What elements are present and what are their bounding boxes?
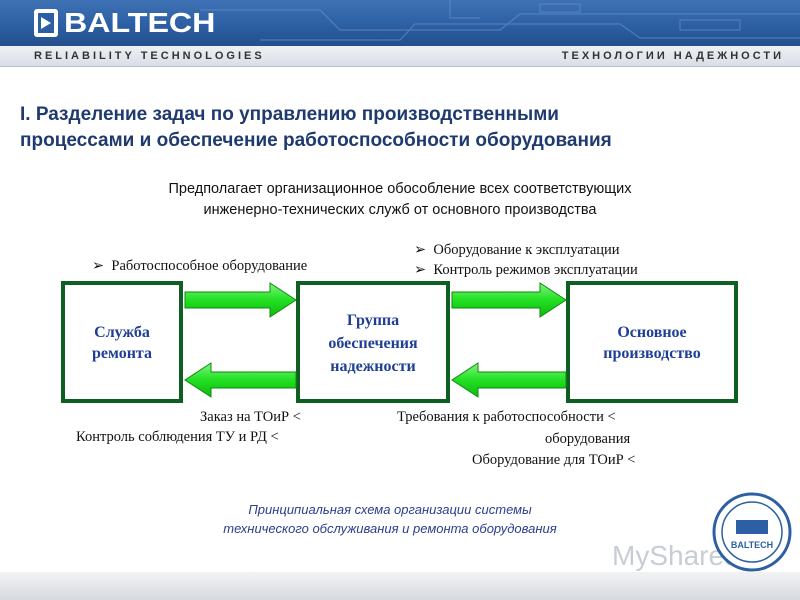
bullet-arrow-icon: ➢ (414, 242, 434, 258)
flow-label-top-left: ➢ Работоспособное оборудование (92, 258, 308, 274)
logo-icon (34, 9, 58, 37)
flow-label-bottom-left-2: Контроль соблюдения ТУ и РД < (76, 429, 279, 445)
heading-line-1: I. Разделение задач по управлению произв… (20, 104, 559, 125)
heading-line-2: процессами и обеспечение работоспособнос… (20, 130, 612, 151)
bullet-arrow-icon: ➢ (414, 262, 434, 278)
box-repair-line-2: ремонта (92, 345, 152, 362)
flow-label-bottom-left-1: Заказ на ТОиР < (200, 409, 301, 425)
box-repair-service (61, 281, 183, 403)
box-reliability-group (296, 281, 450, 403)
bullet-arrow-left-icon: < (266, 429, 279, 445)
box-main-production (566, 281, 738, 403)
bullet-arrow-icon: ➢ (92, 258, 112, 274)
arrow-left-2 (451, 362, 567, 398)
seal-brand-text: BALTECH (731, 540, 773, 550)
slide-heading: I. Разделение задач по управлению произв… (20, 102, 780, 154)
bullet-arrow-left-icon: < (603, 409, 616, 425)
box-group-line-3: надежности (330, 358, 415, 375)
flow-label-top-right-1: ➢ Оборудование к эксплуатации (414, 242, 620, 258)
bullet-arrow-left-icon: < (289, 409, 301, 425)
subtitle-line-1: Предполагает организационное обособление… (168, 181, 632, 197)
subtitle-line-2: инженерно-технических служб от основного… (203, 202, 597, 218)
bullet-arrow-left-icon: < (623, 452, 636, 468)
box-group-line-1: Группа (347, 312, 399, 329)
footer-bar (0, 572, 800, 600)
box-production-line-1: Основное (617, 324, 686, 341)
flow-label-top-right-2: ➢ Контроль режимов эксплуатации (414, 262, 638, 278)
header-bar: BALTECH (0, 0, 800, 46)
caption-line-1: Принципиальная схема организации системы (248, 502, 532, 517)
diagram-caption: Принципиальная схема организации системы… (150, 500, 630, 538)
box-production-line-2: производство (603, 345, 700, 362)
flow-label-bottom-right-2: оборудования (545, 431, 631, 447)
brand-logo-text: BALTECH (64, 7, 216, 38)
arrow-left-1 (184, 362, 297, 398)
arrow-right-1 (184, 282, 297, 318)
arrow-right-2 (451, 282, 567, 318)
slide-subtitle: Предполагает организационное обособление… (100, 179, 700, 221)
company-seal-icon: BALTECH (712, 492, 792, 572)
caption-line-2: технического обслуживания и ремонта обор… (223, 521, 557, 536)
box-group-line-2: обеспечения (328, 335, 418, 352)
tagline-left: RELIABILITY TECHNOLOGIES (34, 50, 265, 62)
flow-label-bottom-right-3: Оборудование для ТОиР < (472, 452, 636, 468)
tagline-bar: RELIABILITY TECHNOLOGIES ТЕХНОЛОГИИ НАДЕ… (0, 46, 800, 67)
box-repair-line-1: Служба (94, 324, 150, 341)
tagline-right: ТЕХНОЛОГИИ НАДЕЖНОСТИ (561, 50, 784, 62)
flow-label-bottom-right-1: Требования к работоспособности < (397, 409, 616, 425)
header-pattern (200, 0, 800, 41)
